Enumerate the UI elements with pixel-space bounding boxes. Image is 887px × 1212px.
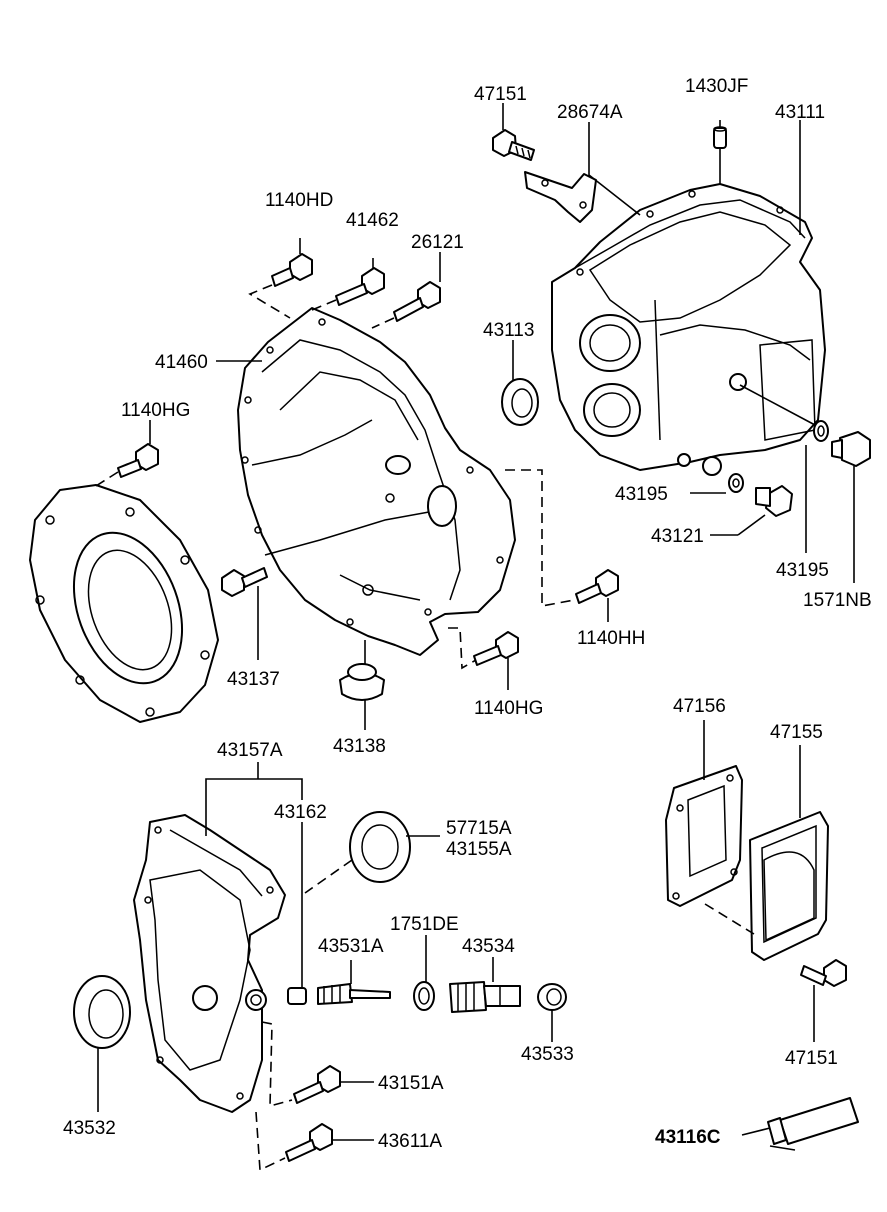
bolt-icon (271, 253, 313, 287)
label-43162: 43162 (274, 802, 327, 823)
gasket-icon (665, 765, 743, 907)
label-43195-b: 43195 (776, 560, 829, 581)
bolt-icon (800, 959, 847, 987)
label-47156: 47156 (673, 696, 726, 717)
label-28674A: 28674A (557, 102, 623, 123)
oil-seal-icon (73, 975, 131, 1049)
oil-seal-icon (349, 811, 411, 883)
drain-plug-icon (831, 431, 871, 467)
bolt-icon (285, 1123, 333, 1162)
speedometer-gear-icon (317, 983, 391, 1005)
label-43534: 43534 (462, 936, 515, 957)
shift-cover-icon (749, 811, 829, 961)
driven-gear-sleeve-icon (449, 981, 521, 1013)
label-43157A: 43157A (217, 740, 283, 761)
label-43611A: 43611A (378, 1131, 442, 1152)
label-1751DE: 1751DE (390, 914, 459, 935)
label-47151-bottom: 47151 (785, 1048, 838, 1069)
bolt-icon (221, 567, 268, 597)
bolt-icon (335, 267, 385, 306)
label-43113: 43113 (483, 320, 534, 341)
bolt-icon (473, 631, 519, 666)
dowel-pin-icon (713, 126, 727, 149)
transmission-case (551, 183, 826, 476)
label-1140HH: 1140HH (577, 628, 645, 649)
label-1140HD: 1140HD (265, 190, 333, 211)
label-26121: 26121 (411, 232, 464, 253)
label-43137: 43137 (227, 669, 280, 690)
clutch-housing (237, 307, 516, 656)
label-43121: 43121 (651, 526, 704, 547)
oil-seal-icon (537, 983, 567, 1011)
o-ring-icon (413, 981, 435, 1011)
rubber-plug-icon (339, 663, 385, 701)
label-57715A: 57715A (446, 818, 512, 839)
label-1140HG-mid: 1140HG (474, 698, 543, 719)
sealant-tube-icon (767, 1097, 859, 1151)
label-47151-top: 47151 (474, 84, 527, 105)
washer-icon (813, 420, 829, 442)
bolt-icon (117, 443, 159, 478)
part-number-labels: 47151 28674A 1430JF 43111 1140HD 41462 2… (63, 76, 872, 1152)
label-43151A: 43151A (378, 1073, 444, 1094)
leader-lines (95, 103, 855, 1172)
label-41460: 41460 (155, 352, 208, 373)
label-1430JF: 1430JF (685, 76, 748, 97)
oil-seal-icon (501, 378, 539, 426)
label-43155A: 43155A (446, 839, 512, 860)
label-43111: 43111 (775, 102, 825, 123)
label-43532: 43532 (63, 1118, 116, 1139)
bolt-icon (293, 1065, 341, 1104)
bolt-icon (393, 281, 441, 322)
label-43138: 43138 (333, 736, 386, 757)
label-43195-a: 43195 (615, 484, 668, 505)
bolt-icon (575, 569, 619, 604)
label-47155: 47155 (770, 722, 823, 743)
sleeve-icon (287, 987, 307, 1005)
label-41462: 41462 (346, 210, 399, 231)
extension-housing (133, 814, 286, 1113)
plug-icon (755, 485, 793, 517)
label-43533: 43533 (521, 1044, 574, 1065)
clutch-cover-plate (29, 484, 219, 723)
washer-icon (728, 473, 744, 493)
label-43116C: 43116C (655, 1127, 721, 1148)
bracket-icon (524, 171, 597, 223)
bolt-icon (492, 129, 535, 161)
label-1571NB: 1571NB (803, 590, 872, 611)
label-1140HG-left: 1140HG (121, 400, 190, 421)
label-43531A: 43531A (318, 936, 384, 957)
